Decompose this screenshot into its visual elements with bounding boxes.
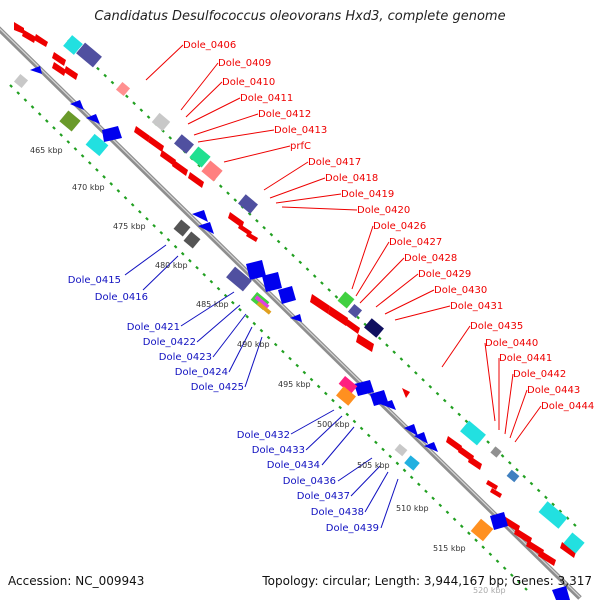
gene-label: Dole_0438 — [311, 507, 364, 518]
gene-label: Dole_0422 — [143, 337, 196, 348]
genome-title: Candidatus Desulfococcus oleovorans Hxd3… — [94, 9, 506, 24]
kbp-tick: 485 kbp — [196, 300, 229, 309]
gene-label: Dole_0439 — [326, 523, 379, 534]
gene-label: Dole_0441 — [499, 353, 552, 364]
kbp-tick: 500 kbp — [317, 420, 350, 429]
gene-label: Dole_0444 — [541, 401, 594, 412]
gene-label: Dole_0419 — [341, 189, 394, 200]
kbp-tick: 515 kbp — [433, 544, 466, 553]
kbp-tick: 510 kbp — [396, 504, 429, 513]
kbp-tick: 490 kbp — [237, 340, 270, 349]
reverse-genes — [13, 66, 570, 600]
accession-value: NC_009943 — [75, 574, 145, 588]
gene-label: Dole_0410 — [222, 77, 275, 88]
gene-label: Dole_0436 — [283, 476, 336, 487]
gene-label: Dole_0440 — [485, 338, 538, 349]
topology-info: Topology: circular; Length: 3,944,167 bp… — [262, 574, 592, 588]
gene-label: Dole_0431 — [450, 301, 503, 312]
forward-leaders — [145, 44, 542, 443]
gene-label: Dole_0442 — [513, 369, 566, 380]
gene-label: Dole_0409 — [218, 58, 271, 69]
gene-label: Dole_0443 — [527, 385, 580, 396]
reverse-leaders — [124, 244, 399, 529]
gene-label: Dole_0412 — [258, 109, 311, 120]
accession-info: Accession: NC_009943 — [8, 574, 144, 588]
kbp-tick: 520 kbp — [473, 586, 506, 595]
gene-label: Dole_0417 — [308, 157, 361, 168]
forward-gene-labels: Dole_0406 Dole_0409 Dole_0410 Dole_0411 … — [183, 40, 594, 412]
gene-label: Dole_0434 — [267, 460, 320, 471]
gene-label: Dole_0420 — [357, 205, 410, 216]
kbp-tick: 470 kbp — [72, 183, 105, 192]
gene-label: Dole_0423 — [159, 352, 212, 363]
gene-label: Dole_0427 — [389, 237, 442, 248]
gene-label: Dole_0425 — [191, 382, 244, 393]
forward-genes — [14, 22, 576, 566]
gene-label: Dole_0426 — [373, 221, 426, 232]
forward-gene-colors — [63, 35, 585, 554]
kbp-tick: 475 kbp — [113, 222, 146, 231]
accession-label: Accession: — [8, 574, 72, 588]
kbp-tick: 480 kbp — [155, 261, 188, 270]
reverse-gene-labels: Dole_0415 Dole_0416 Dole_0421 Dole_0422 … — [68, 275, 379, 534]
kbp-tick-labels: 465 kbp 470 kbp 475 kbp 480 kbp 485 kbp … — [30, 146, 506, 595]
gene-label: Dole_0421 — [127, 322, 180, 333]
gene-label: Dole_0411 — [240, 93, 293, 104]
gene-label: Dole_0406 — [183, 40, 236, 51]
gene-label: prfC — [290, 141, 311, 152]
gene-label: Dole_0433 — [252, 445, 305, 456]
gene-label: Dole_0430 — [434, 285, 487, 296]
gene-label: Dole_0418 — [325, 173, 378, 184]
gene-label: Dole_0416 — [95, 292, 148, 303]
gene-label: Dole_0432 — [237, 430, 290, 441]
gene-label: Dole_0429 — [418, 269, 471, 280]
gene-label: Dole_0424 — [175, 367, 228, 378]
gene-label: Dole_0435 — [470, 321, 523, 332]
kbp-tick: 495 kbp — [278, 380, 311, 389]
kbp-tick: 505 kbp — [357, 461, 390, 470]
gene-label: Dole_0415 — [68, 275, 121, 286]
gene-label: Dole_0413 — [274, 125, 327, 136]
kbp-tick: 465 kbp — [30, 146, 63, 155]
gene-label: Dole_0437 — [297, 491, 350, 502]
gene-label: Dole_0428 — [404, 253, 457, 264]
